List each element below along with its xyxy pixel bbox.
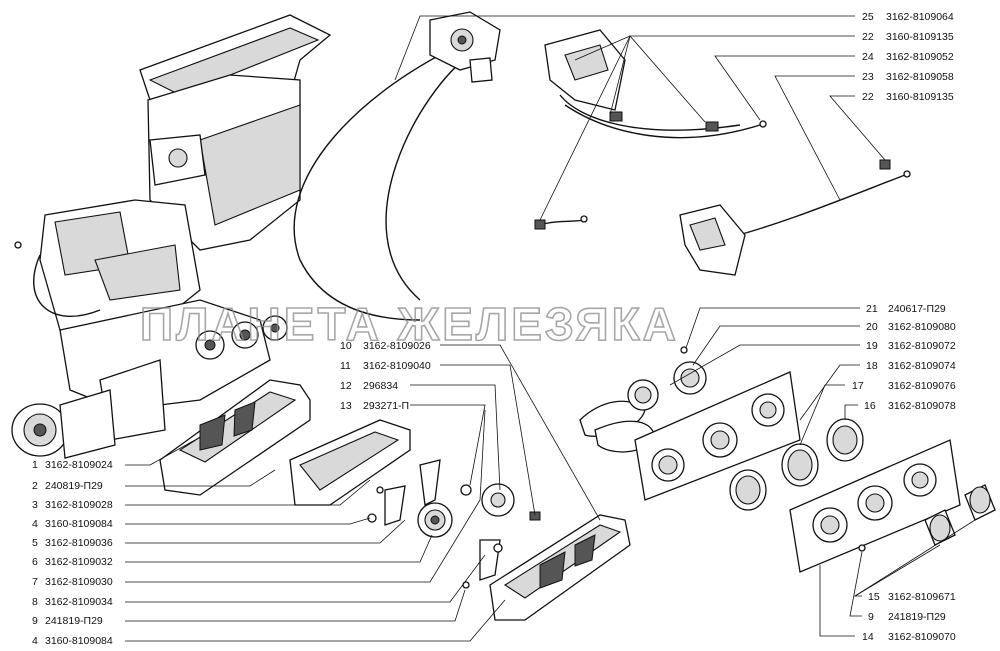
callout-code: 3162-8109070 <box>888 631 956 643</box>
watermark: ПЛАНЕТА ЖЕЛЕЗЯКА <box>140 298 679 350</box>
callout-code: 3162-8109078 <box>888 400 956 412</box>
callout-code: 3162-8109028 <box>45 499 113 511</box>
callout-num: 9 <box>32 615 38 627</box>
lever-parts <box>367 459 541 589</box>
panel-rings <box>729 418 864 511</box>
flap-bracket <box>544 29 626 111</box>
callout-num: 15 <box>868 591 880 603</box>
callout-num: 6 <box>32 556 38 568</box>
lever-housing-right <box>489 514 631 621</box>
callout-num: 1 <box>32 459 38 471</box>
callout-code: 241819-П29 <box>888 611 946 623</box>
callout-code: 3162-8109076 <box>888 380 956 392</box>
callout-code: 3162-8109058 <box>886 71 954 83</box>
callout-code: 3162-8109072 <box>888 340 956 352</box>
callout-num: 11 <box>340 360 351 372</box>
flap-bracket-lower <box>679 204 746 276</box>
callout-code: 3160-8109084 <box>45 635 113 647</box>
callout-num: 9 <box>868 611 874 623</box>
callout-num: 23 <box>862 71 874 83</box>
callout-num: 12 <box>340 380 352 392</box>
leader-lines-right-mid <box>669 307 860 446</box>
callouts-right-top: 25 3162-8109064 22 3160-8109135 24 3162-… <box>862 11 954 103</box>
callout-num: 24 <box>862 51 874 63</box>
callouts-right-bottom: 15 3162-8109671 9 241819-П29 14 3162-810… <box>862 591 956 643</box>
callout-code: 241819-П29 <box>45 615 103 627</box>
callout-code: 293271-П <box>363 400 409 412</box>
callout-code: 3160-8109135 <box>886 91 954 103</box>
callout-code: 3162-8109074 <box>888 360 956 372</box>
heater-housing <box>11 14 332 459</box>
callout-num: 4 <box>32 635 38 647</box>
panel-back-plate <box>634 371 801 501</box>
callout-num: 22 <box>862 31 874 43</box>
callout-code: 3162-8109052 <box>886 51 954 63</box>
callout-code: 3162-8109671 <box>888 591 956 603</box>
callouts-mid: 10 3162-8109026 11 3162-8109040 12 29683… <box>340 340 431 412</box>
callout-num: 14 <box>862 631 874 643</box>
panel-levers <box>579 346 707 453</box>
callout-num: 8 <box>32 596 38 608</box>
callout-code: 240617-П29 <box>888 303 946 315</box>
callout-num: 17 <box>852 380 864 392</box>
leader-lines-right-bottom <box>819 519 976 637</box>
panel-knobs <box>924 484 996 546</box>
callout-num: 19 <box>866 340 878 352</box>
callout-code: 3162-8109030 <box>45 576 113 588</box>
callout-code: 3160-8109135 <box>886 31 954 43</box>
callout-code: 3162-8109034 <box>45 596 113 608</box>
callout-num: 13 <box>340 400 352 412</box>
callout-num: 5 <box>32 537 38 549</box>
callout-code: 3162-8109036 <box>45 537 113 549</box>
callout-code: 3160-8109084 <box>45 518 113 530</box>
callout-num: 4 <box>32 518 38 530</box>
panel-front-plate <box>789 439 961 573</box>
callout-code: 3162-8109040 <box>363 360 431 372</box>
callout-num: 22 <box>862 91 874 103</box>
callout-code: 3162-8109064 <box>886 11 954 23</box>
callout-code: 296834 <box>363 380 398 392</box>
lever-housing-left <box>159 379 311 496</box>
leader-lines-right-top <box>394 15 886 221</box>
callout-code: 3162-8109024 <box>45 459 113 471</box>
callouts-right-mid: 21 240617-П29 20 3162-8109080 19 3162-81… <box>852 303 956 412</box>
callout-num: 3 <box>32 499 38 511</box>
leader-lines-mid <box>410 344 601 521</box>
callout-code: 240819-П29 <box>45 480 103 492</box>
callout-num: 10 <box>340 340 352 352</box>
leader-lines-left <box>125 409 506 642</box>
heater-tap <box>429 11 501 83</box>
callout-code: 3162-8109032 <box>45 556 113 568</box>
callout-num: 21 <box>866 303 878 315</box>
callout-num: 25 <box>862 11 874 23</box>
callout-num: 16 <box>864 400 876 412</box>
callout-num: 7 <box>32 576 38 588</box>
callout-num: 2 <box>32 480 38 492</box>
callout-code: 3162-8109026 <box>363 340 431 352</box>
callout-num: 18 <box>866 360 878 372</box>
callouts-left: 1 3162-8109024 2 240819-П29 3 3162-81090… <box>32 459 113 647</box>
callout-code: 3162-8109080 <box>888 321 956 333</box>
callout-num: 20 <box>866 321 878 333</box>
